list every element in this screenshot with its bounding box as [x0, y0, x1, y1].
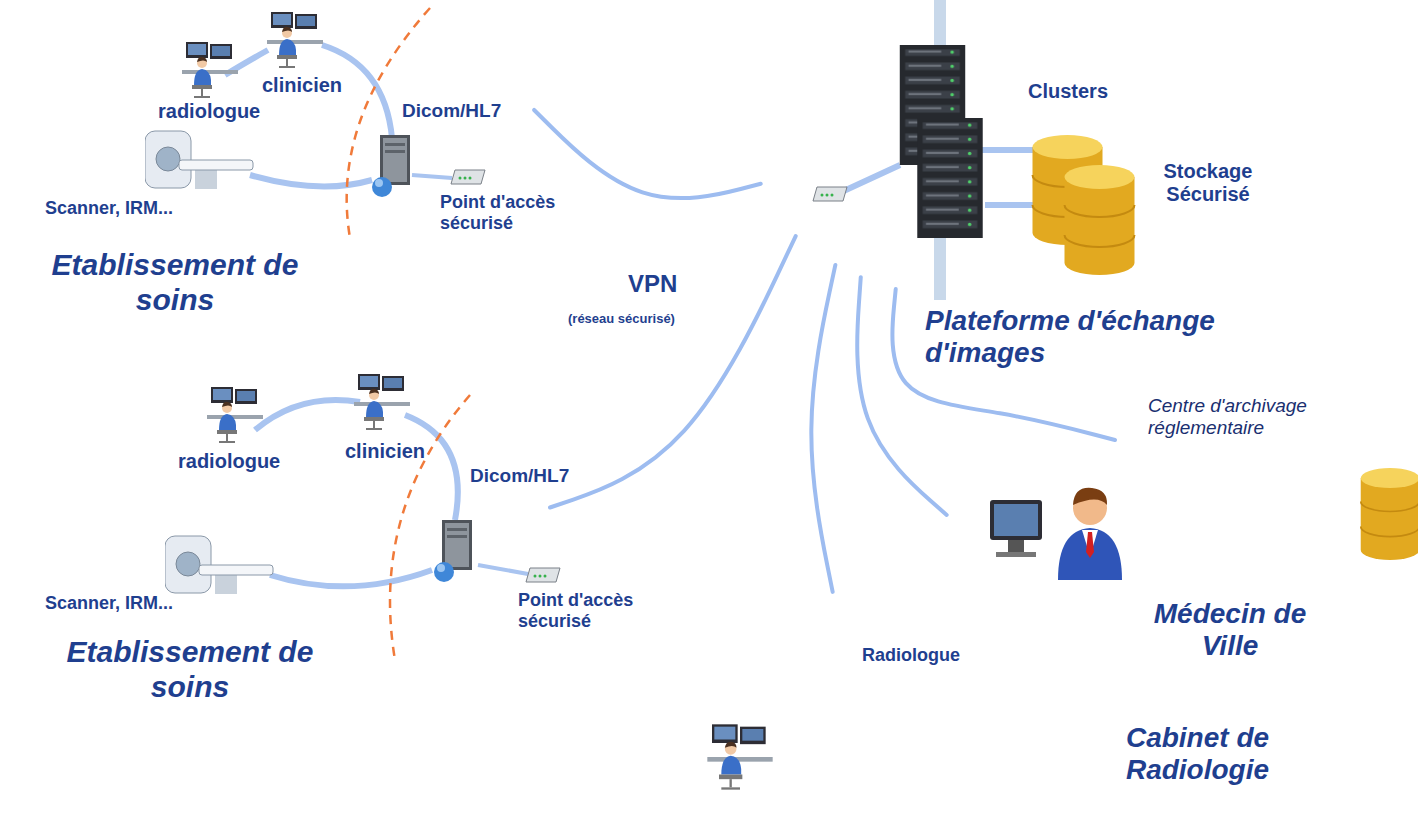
site-ellipse: Plateforme d'échange d'images	[755, 0, 1205, 300]
annotation-label: Clusters	[1028, 80, 1108, 103]
vpn-link	[534, 110, 761, 198]
site-heading: Cabinet de Radiologie	[1100, 722, 1295, 786]
ellipse-outline	[655, 590, 1085, 817]
site-heading: Etablissement de soins	[55, 635, 325, 704]
ellipse-outline	[90, 390, 550, 625]
annotation-label: Scanner, IRM...	[45, 198, 173, 219]
workstation-icon	[182, 42, 238, 97]
workstation-icon	[354, 374, 410, 429]
ellipse-fill	[755, 0, 1205, 300]
annotation-label: clinicien	[345, 440, 425, 463]
router-icon	[813, 187, 847, 201]
cluster-rack	[917, 118, 982, 238]
site-ellipse: Médecin de Ville	[945, 455, 1165, 600]
ellipse-fill	[945, 455, 1165, 600]
ellipse-fill	[655, 590, 1085, 817]
router-icon	[526, 568, 560, 582]
ellipse-outline	[1115, 365, 1418, 515]
internal-link	[412, 175, 452, 178]
workstation-icon	[207, 387, 263, 442]
site-ellipse: RadiologueCabinet de Radiologie	[655, 590, 1085, 817]
scanner-icon	[145, 131, 253, 189]
workstation-icon	[707, 724, 772, 788]
storage-cylinder	[1065, 165, 1135, 275]
doctor-icon	[990, 488, 1122, 580]
server-icon	[434, 520, 472, 582]
archive-cylinder	[1361, 468, 1418, 560]
internal-link	[255, 400, 458, 586]
boundary-dash	[347, 8, 430, 238]
vpn-link	[811, 265, 835, 592]
annotation-label: Point d'accès sécurisé	[440, 192, 590, 233]
site-heading: Centre d'archivage réglementaire	[1148, 395, 1363, 439]
site-heading: Médecin de Ville	[1150, 598, 1310, 662]
annotation-label: Stockage Sécurisé	[1148, 160, 1268, 206]
site-heading: Plateforme d'échange d'images	[925, 305, 1285, 369]
ellipse-outline	[945, 455, 1165, 600]
site-ellipse: Etablissement de soins	[90, 390, 550, 625]
annotation-label: radiologue	[158, 100, 260, 123]
role-label: Radiologue	[862, 645, 960, 666]
workstation-icon	[267, 12, 323, 67]
scanner-icon	[165, 536, 273, 594]
ellipse-fill	[90, 390, 550, 625]
server-icon	[372, 135, 410, 197]
router-icon	[451, 170, 485, 184]
site-ellipse: Centre d'archivage réglementaire	[1115, 365, 1418, 515]
annotation-label: Dicom/HL7	[402, 100, 501, 122]
annotation-label: Dicom/HL7	[470, 465, 569, 487]
annotation-label: Scanner, IRM...	[45, 593, 173, 614]
ellipse-fill	[1115, 365, 1418, 515]
annotation-label: clinicien	[262, 74, 342, 97]
annotation-label: VPN	[628, 270, 677, 298]
vpn-link	[550, 236, 796, 507]
ellipse-outline	[755, 0, 1205, 300]
annotation-label: (réseau sécurisé)	[568, 312, 675, 327]
annotation-label: radiologue	[178, 450, 280, 473]
site-heading: Etablissement de soins	[40, 248, 310, 317]
internal-link	[478, 565, 528, 574]
annotation-label: Point d'accès sécurisé	[518, 590, 668, 631]
